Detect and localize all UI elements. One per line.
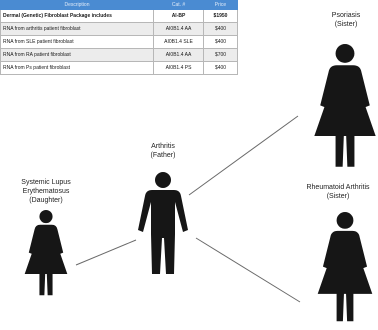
table-header-row: Description Cat. # Price <box>0 0 238 10</box>
table-cell-description: RNA from Ps patient fibroblast <box>0 61 154 75</box>
father-relation: (Father) <box>150 152 176 159</box>
table-cell-price: $1950 <box>203 9 238 23</box>
product-table: Description Cat. # Price Dermal (Genetic… <box>0 0 238 75</box>
table-cell-description: RNA from arthritis patient fibroblast <box>0 22 154 36</box>
female-figure-icon <box>24 210 68 296</box>
male-figure-icon <box>138 172 188 274</box>
ra-sister-condition: Rheumatoid Arthritis <box>306 184 370 191</box>
table-cell-cat: AI0B1.4 AA <box>153 22 204 36</box>
table-header-price: Price <box>203 0 238 10</box>
connector-father-psoriasis-sister <box>188 115 299 196</box>
daughter-label: Systemic Lupus Erythematosus (Daughter) <box>8 178 84 205</box>
table-cell-cat: AI0B1.4 SLE <box>153 35 204 49</box>
table-row: RNA from SLE patient fibroblast AI0B1.4 … <box>0 35 238 49</box>
table-cell-price: $400 <box>203 35 238 49</box>
ra-sister-label: Rheumatoid Arthritis (Sister) <box>298 183 378 201</box>
table-cell-price: $700 <box>203 48 238 62</box>
table-cell-cat: AI-BP <box>153 9 204 23</box>
table-header-cat: Cat. # <box>153 0 204 10</box>
table-cell-description: RNA from SLE patient fibroblast <box>0 35 154 49</box>
table-cell-description: RNA from RA patient fibroblast <box>0 48 154 62</box>
table-row: RNA from Ps patient fibroblast AI0B1.4 P… <box>0 61 238 75</box>
daughter-condition-line1: Systemic Lupus <box>21 179 71 186</box>
ra-sister-relation: (Sister) <box>326 193 350 200</box>
daughter-condition-line2: Erythematosus <box>22 188 70 195</box>
table-row: Dermal (Genetic) Fibroblast Package incl… <box>0 9 238 23</box>
table-cell-price: $400 <box>203 22 238 36</box>
table-row: RNA from RA patient fibroblast AI0B1.4 A… <box>0 48 238 62</box>
table-row: RNA from arthritis patient fibroblast AI… <box>0 22 238 36</box>
connector-father-ra-sister <box>195 237 301 303</box>
table-cell-price: $400 <box>203 61 238 75</box>
father-condition: Arthritis <box>151 143 175 150</box>
female-figure-icon <box>317 212 373 322</box>
connector-father-daughter <box>75 239 137 266</box>
psoriasis-sister-condition: Psoriasis <box>331 12 361 19</box>
table-header-description: Description <box>0 0 154 10</box>
table-cell-description: Dermal (Genetic) Fibroblast Package incl… <box>0 9 154 23</box>
father-label: Arthritis (Father) <box>133 142 193 160</box>
psoriasis-sister-label: Psoriasis (Sister) <box>318 11 374 29</box>
table-cell-cat: AI0B1.4 PS <box>153 61 204 75</box>
psoriasis-sister-relation: (Sister) <box>334 21 358 28</box>
product-table-panel: Description Cat. # Price Dermal (Genetic… <box>0 0 238 75</box>
table-cell-cat: AI0B1.4 AA <box>153 48 204 62</box>
female-figure-icon <box>314 44 376 167</box>
daughter-relation: (Daughter) <box>29 197 63 204</box>
